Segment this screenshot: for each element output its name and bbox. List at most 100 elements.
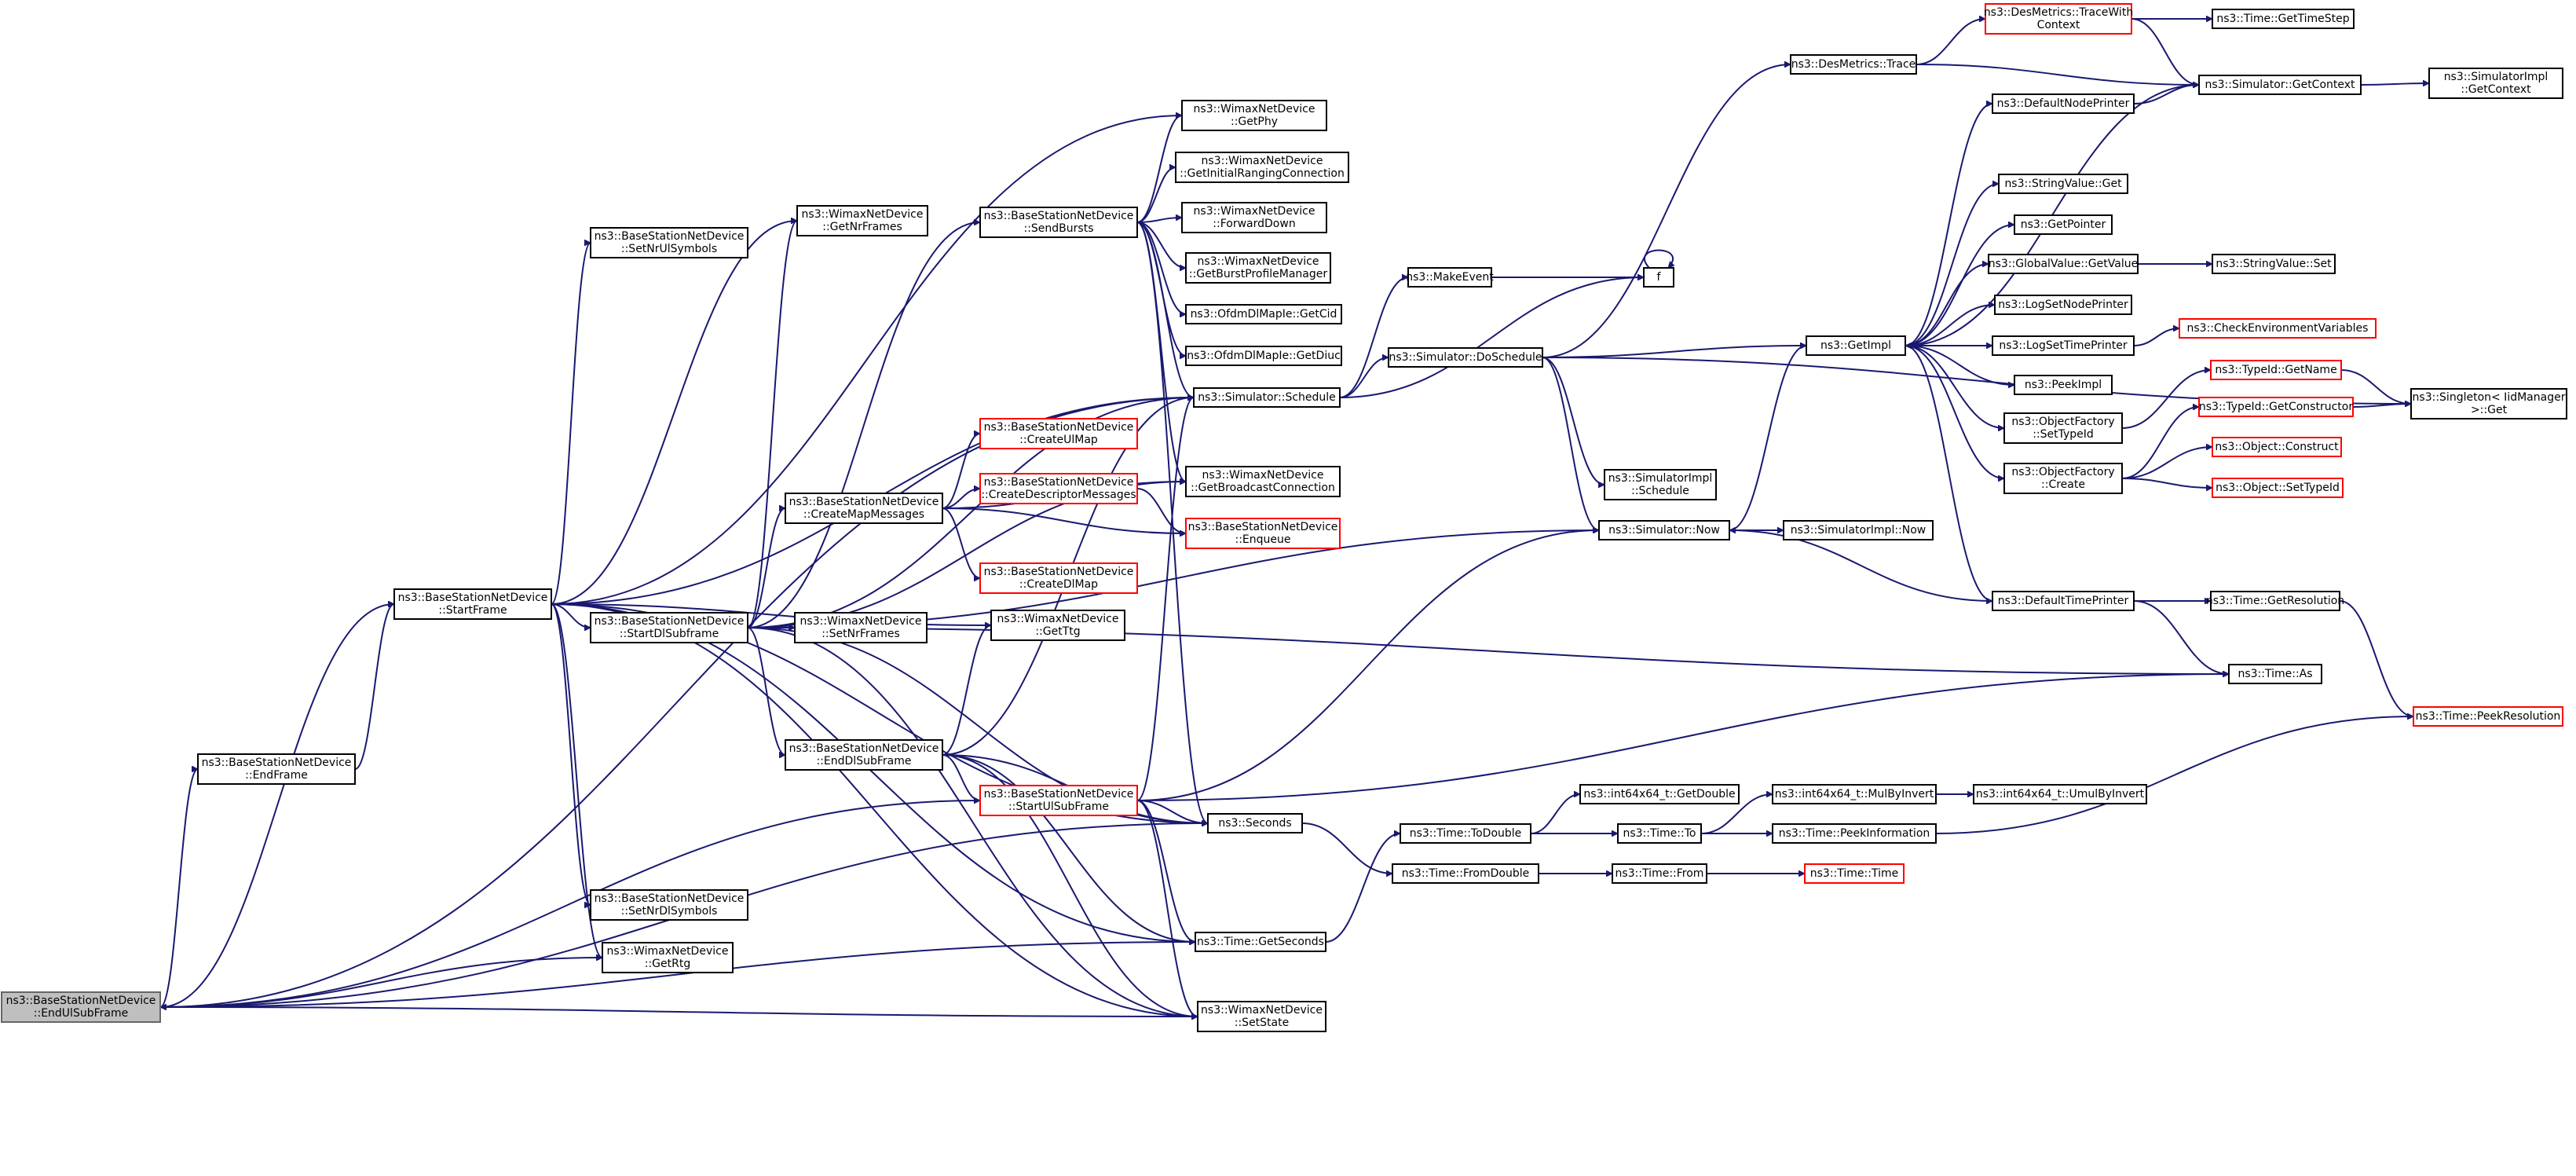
- node-deftimeprinter[interactable]: ns3::DefaultTimePrinter: [1992, 591, 2135, 611]
- node-box[interactable]: [1992, 93, 2135, 114]
- node-globalget[interactable]: ns3::GlobalValue::GetValue: [1988, 254, 2139, 274]
- node-f[interactable]: f: [1643, 267, 1674, 288]
- node-box[interactable]: [1579, 784, 1740, 804]
- node-box[interactable]: [794, 612, 928, 643]
- node-stringget[interactable]: ns3::StringValue::Get: [1998, 174, 2128, 194]
- node-setstate[interactable]: ns3::WimaxNetDevice::SetState: [1197, 1001, 1326, 1032]
- node-schedule[interactable]: ns3::Simulator::Schedule: [1193, 387, 1341, 408]
- node-box[interactable]: [2014, 214, 2113, 235]
- node-box[interactable]: [2228, 664, 2322, 684]
- node-box[interactable]: [1185, 346, 1342, 366]
- node-box[interactable]: [1806, 335, 1906, 356]
- node-defnodeprinter[interactable]: ns3::DefaultNodePrinter: [1992, 93, 2135, 114]
- node-gettime[interactable]: ns3::WimaxNetDevice::GetTtg: [990, 610, 1125, 641]
- node-box[interactable]: [1400, 823, 1531, 844]
- node-box[interactable]: [1185, 466, 1341, 497]
- node-box[interactable]: [602, 942, 734, 973]
- node-box[interactable]: [2003, 412, 2123, 444]
- node-getnrframes[interactable]: ns3::WimaxNetDevice::GetNrFrames: [796, 205, 928, 236]
- node-setnrul[interactable]: ns3::BaseStationNetDevice::SetNrUlSymbol…: [590, 227, 748, 258]
- node-box[interactable]: [1998, 174, 2128, 194]
- node-box[interactable]: [785, 739, 943, 771]
- node-now[interactable]: ns3::Simulator::Now: [1598, 520, 1730, 540]
- node-enddl[interactable]: ns3::BaseStationNetDevice::EndDlSubFrame: [785, 739, 943, 771]
- node-timetime[interactable]: ns3::Time::Time: [1804, 863, 1905, 884]
- node-box[interactable]: [979, 785, 1138, 816]
- node-box[interactable]: [2413, 706, 2563, 727]
- node-gettimestep[interactable]: ns3::Time::GetTimeStep: [2212, 9, 2355, 29]
- node-sendbursts[interactable]: ns3::BaseStationNetDevice::SendBursts: [979, 207, 1138, 238]
- node-getcontext[interactable]: ns3::Simulator::GetContext: [2198, 75, 2362, 95]
- node-getrtg[interactable]: ns3::WimaxNetDevice::GetRtg: [602, 942, 734, 973]
- node-ofsettypeid[interactable]: ns3::ObjectFactory::SetTypeId: [2003, 412, 2123, 444]
- node-box[interactable]: [2198, 397, 2354, 417]
- node-umulbyinvert[interactable]: ns3::int64x64_t::UmulByInvert: [1973, 784, 2147, 804]
- node-makeevent[interactable]: ns3::MakeEvent: [1406, 267, 1494, 288]
- node-box[interactable]: [2210, 591, 2340, 611]
- node-box[interactable]: [1643, 267, 1674, 288]
- node-box[interactable]: [1185, 518, 1341, 549]
- node-getresolution[interactable]: ns3::Time::GetResolution: [2206, 591, 2344, 611]
- node-simimplnow[interactable]: ns3::SimulatorImpl::Now: [1783, 520, 1934, 540]
- node-singleton[interactable]: ns3::Singleton< IidManager>::Get: [2410, 388, 2567, 419]
- node-box[interactable]: [2212, 9, 2355, 29]
- node-box[interactable]: [2210, 360, 2342, 380]
- node-endul[interactable]: ns3::BaseStationNetDevice::EndUlSubFrame: [1, 991, 161, 1023]
- node-box[interactable]: [1994, 295, 2132, 315]
- node-startdl[interactable]: ns3::BaseStationNetDevice::StartDlSubfra…: [590, 612, 748, 643]
- node-getphy[interactable]: ns3::WimaxNetDevice::GetPhy: [1181, 100, 1327, 131]
- node-stringset[interactable]: ns3::StringValue::Set: [2212, 254, 2336, 274]
- node-box[interactable]: [1604, 469, 1717, 500]
- node-box[interactable]: [2212, 478, 2344, 498]
- node-objsettypeid[interactable]: ns3::Object::SetTypeId: [2212, 478, 2344, 498]
- node-box[interactable]: [1992, 591, 2135, 611]
- node-from[interactable]: ns3::Time::From: [1612, 863, 1707, 884]
- node-createulmap[interactable]: ns3::BaseStationNetDevice::CreateUlMap: [979, 418, 1138, 449]
- node-box[interactable]: [990, 610, 1125, 641]
- node-ofcreate[interactable]: ns3::ObjectFactory::Create: [2003, 463, 2123, 494]
- node-box[interactable]: [979, 562, 1138, 594]
- node-box[interactable]: [1988, 254, 2139, 274]
- node-checkenv[interactable]: ns3::CheckEnvironmentVariables: [2179, 318, 2377, 339]
- node-box[interactable]: [197, 753, 356, 785]
- node-timeas[interactable]: ns3::Time::As: [2228, 664, 2322, 684]
- node-box[interactable]: [2003, 463, 2123, 494]
- node-box[interactable]: [785, 493, 943, 524]
- node-box[interactable]: [1388, 347, 1543, 368]
- node-box[interactable]: [1612, 863, 1707, 884]
- node-lognodeprinter[interactable]: ns3::LogSetNodePrinter: [1994, 295, 2132, 315]
- node-createdlmap[interactable]: ns3::BaseStationNetDevice::CreateDlMap: [979, 562, 1138, 594]
- node-startul[interactable]: ns3::BaseStationNetDevice::StartUlSubFra…: [979, 785, 1138, 816]
- node-box[interactable]: [979, 207, 1138, 238]
- node-box[interactable]: [979, 473, 1138, 504]
- node-box[interactable]: [1181, 202, 1327, 233]
- node-to[interactable]: ns3::Time::To: [1617, 823, 1702, 844]
- node-desmetrics[interactable]: ns3::DesMetrics::Trace: [1790, 54, 1917, 75]
- node-todouble[interactable]: ns3::Time::ToDouble: [1400, 823, 1531, 844]
- node-typeidgetctor[interactable]: ns3::TypeId::GetConstructor: [2198, 397, 2354, 417]
- node-box[interactable]: [1185, 252, 1331, 284]
- node-box[interactable]: [1197, 1001, 1326, 1032]
- node-doschedule[interactable]: ns3::Simulator::DoSchedule: [1388, 347, 1543, 368]
- node-getdouble[interactable]: ns3::int64x64_t::GetDouble: [1579, 784, 1740, 804]
- node-seconds[interactable]: ns3::Seconds: [1207, 813, 1303, 833]
- node-box[interactable]: [1392, 863, 1539, 884]
- node-createmap[interactable]: ns3::BaseStationNetDevice::CreateMapMess…: [785, 493, 943, 524]
- node-objconstruct[interactable]: ns3::Object::Construct: [2212, 437, 2342, 457]
- node-setnrdl[interactable]: ns3::BaseStationNetDevice::SetNrDlSymbol…: [590, 889, 748, 921]
- node-box[interactable]: [796, 205, 928, 236]
- node-endframe[interactable]: ns3::BaseStationNetDevice::EndFrame: [197, 753, 356, 785]
- node-getdiuc[interactable]: ns3::OfdmDlMapIe::GetDiuc: [1185, 346, 1342, 366]
- node-box[interactable]: [979, 418, 1138, 449]
- node-box[interactable]: [1772, 784, 1937, 804]
- node-box[interactable]: [393, 588, 552, 620]
- node-box[interactable]: [2428, 68, 2563, 99]
- node-box[interactable]: [1181, 100, 1327, 131]
- node-box[interactable]: [2198, 75, 2362, 95]
- node-getbroadcast[interactable]: ns3::WimaxNetDevice::GetBroadcastConnect…: [1185, 466, 1341, 497]
- node-enqueue[interactable]: ns3::BaseStationNetDevice::Enqueue: [1185, 518, 1341, 549]
- node-peekres[interactable]: ns3::Time::PeekResolution: [2413, 706, 2563, 727]
- node-peekinfo[interactable]: ns3::Time::PeekInformation: [1772, 823, 1937, 844]
- node-box[interactable]: [2179, 318, 2377, 339]
